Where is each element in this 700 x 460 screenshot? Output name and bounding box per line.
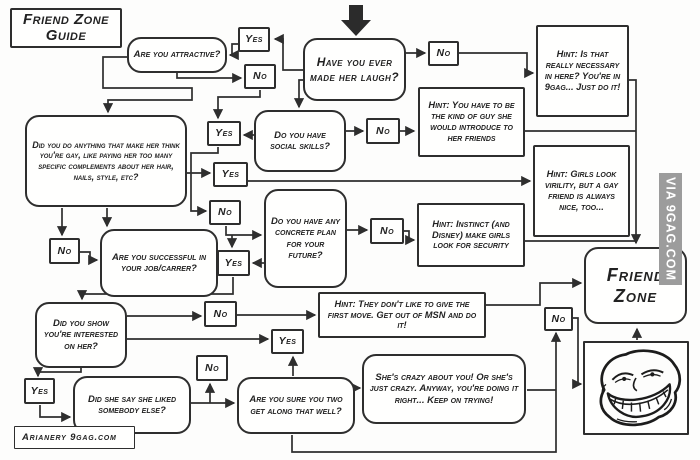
node-successful-job: Are you successful in your job/carrer? bbox=[100, 229, 218, 297]
no-box-attractive: No bbox=[244, 64, 276, 89]
no-box-concrete-right: No bbox=[370, 218, 404, 244]
no-box-interested: No bbox=[204, 301, 237, 327]
hint-kind-of-guy: Hint: You have to be the kind of guy she… bbox=[418, 87, 525, 157]
node-are-you-attractive: Are you attractive? bbox=[127, 37, 227, 73]
node-concrete-plan: Do you have any concrete plan for your f… bbox=[264, 189, 347, 288]
page-title: Friend Zone Guide bbox=[10, 8, 122, 48]
no-box-laugh: No bbox=[428, 41, 459, 66]
hint-girls-look-virility: Hint: Girls look virility, but a gay fri… bbox=[533, 145, 630, 237]
no-box-concrete: No bbox=[209, 200, 241, 225]
yes-box-attractive: Yes bbox=[238, 27, 270, 52]
yes-box-job: Yes bbox=[217, 250, 250, 276]
yes-box-social: Yes bbox=[207, 121, 241, 146]
troll-face-icon bbox=[583, 341, 689, 435]
node-social-skills: Do you have social skills? bbox=[254, 110, 346, 172]
yes-box-gay: Yes bbox=[213, 162, 248, 187]
no-box-social: No bbox=[366, 118, 400, 144]
credit-box: Arianery 9gag.com bbox=[14, 426, 135, 449]
hint-9gag-just-do-it: Hint: Is that really necessary in here? … bbox=[536, 25, 629, 117]
hint-msn-first-move: Hint: They don't like to give the first … bbox=[318, 292, 486, 338]
yes-box-msn: Yes bbox=[271, 329, 304, 354]
no-box-job: No bbox=[49, 238, 80, 264]
no-box-troll: No bbox=[544, 307, 573, 331]
node-get-along-that-well: Are you sure you two get along that well… bbox=[237, 377, 355, 434]
watermark-banner: VIA 9GAG.COM bbox=[659, 173, 682, 285]
node-show-interested: Did you show you're interested on her? bbox=[35, 302, 127, 368]
no-box-didshe: No bbox=[196, 355, 228, 381]
node-made-her-laugh: Have you ever made her laugh? bbox=[303, 38, 406, 101]
node-shes-crazy-about-you: She's crazy about you! Or she's just cra… bbox=[362, 354, 526, 424]
hint-instinct-disney: Hint: Instinct (and Disney) make girls l… bbox=[417, 203, 525, 267]
node-friend-zone: Friend Zone bbox=[584, 247, 687, 324]
yes-box-interested: Yes bbox=[24, 378, 55, 404]
start-arrow-icon bbox=[341, 5, 371, 36]
node-think-youre-gay: Did you do anything that make her think … bbox=[25, 115, 187, 207]
